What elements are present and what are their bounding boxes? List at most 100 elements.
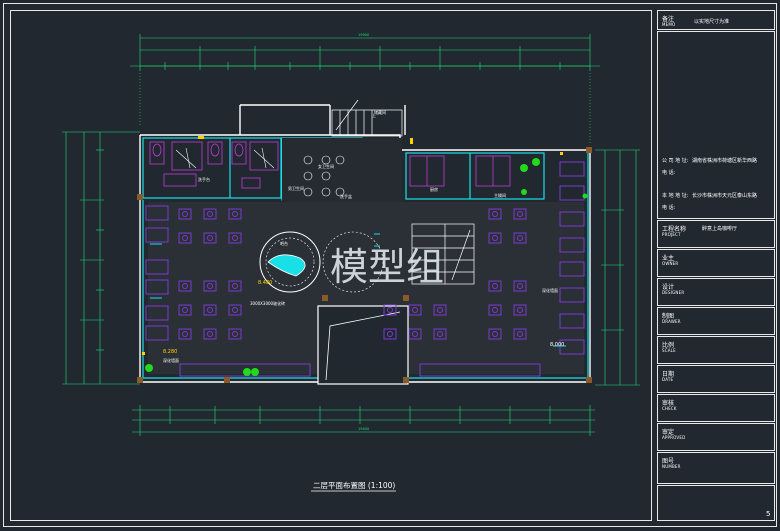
kitchen-cabinets [409, 155, 511, 187]
project-label-en: PROJECT [662, 232, 681, 237]
page-number: 5 [766, 510, 771, 518]
table-set [178, 304, 192, 316]
table-top [182, 331, 188, 337]
table-top [232, 307, 238, 313]
corridor-floor [282, 138, 402, 202]
local-address-value: 长沙市株洲市天元区泰山东路 [692, 193, 758, 199]
table-set [178, 280, 192, 292]
table-set [383, 328, 397, 340]
entrance-void [317, 305, 409, 385]
owner-label-cn: 业主 [662, 255, 675, 262]
table-top [387, 331, 393, 337]
table-top [207, 283, 213, 289]
date-label-en: DATE [662, 377, 674, 382]
table-set [408, 304, 422, 316]
table-set [228, 232, 242, 244]
stair-top [331, 99, 403, 137]
company-address-value: 湖南省株洲市荷塘区新华西路 [692, 158, 758, 164]
table-set [203, 208, 217, 220]
kitchen-fixtures [303, 155, 345, 197]
booth-seats-left [145, 205, 169, 341]
table-set [488, 328, 502, 340]
dimension-lines-bottom [132, 405, 595, 436]
title-block-scale: 比例 SCALE [657, 336, 775, 364]
table-top [182, 283, 188, 289]
memo-value: 以实地尺寸为准 [694, 19, 730, 25]
drawer-label-en: DRAWER [662, 319, 681, 324]
table-set [488, 232, 502, 244]
table-set [383, 304, 397, 316]
table-top [232, 331, 238, 337]
company-phone-label: 电 话: [662, 170, 676, 176]
table-top [437, 307, 443, 313]
table-set [178, 328, 192, 340]
local-address-label: 本 地 地 址: [662, 193, 689, 199]
label-toilet-left: 男卫生间 [288, 185, 304, 191]
table-top [492, 211, 498, 217]
cyan-marks [150, 233, 566, 347]
label-dim-top: 19900 [358, 33, 369, 37]
drawing-title: 二层平面布置图 (1:100) [313, 480, 395, 490]
title-block-date: 日期 DATE [657, 365, 775, 393]
label-toilet-right: 女卫生间 [318, 163, 334, 169]
table-top [232, 235, 238, 241]
label-glass-floor: 3000X3000玻化砖 [250, 300, 285, 306]
table-top [517, 211, 523, 217]
table-set [488, 280, 502, 292]
check-label-en: CHECK [662, 406, 677, 411]
label-wash-basin: 洗手盆 [340, 193, 352, 199]
table-top [517, 283, 523, 289]
table-top [412, 331, 418, 337]
table-top [492, 331, 498, 337]
number-label-en: NUMBER [662, 464, 681, 469]
table-set [488, 304, 502, 316]
table-top [387, 307, 393, 313]
table-set [433, 328, 447, 340]
dining-tables [178, 208, 527, 340]
title-block-company: 公 司 地 址: 湖南省株洲市荷塘区新华西路 电 话: 本 地 地 址: 长沙市… [657, 31, 775, 219]
stair-right [411, 223, 475, 285]
table-set [513, 232, 527, 244]
table-top [182, 211, 188, 217]
number-label-cn: 图号 [662, 458, 675, 465]
table-set [408, 328, 422, 340]
label-elevation-left2: 8.280 [163, 349, 177, 355]
table-top [517, 307, 523, 313]
floor-plan: 上 吧台 8.480 8.280 8.000 3000X3000玻化砖 洗手台 … [62, 33, 640, 492]
dance-floor [322, 231, 384, 293]
table-set [513, 304, 527, 316]
table-set [178, 208, 192, 220]
watermark: 模型组 [330, 245, 444, 289]
label-elevation-left: 8.480 [258, 280, 272, 286]
label-kitchen1: 厨房 [430, 186, 438, 192]
title-block-number: 图号 NUMBER [657, 452, 775, 484]
table-top [412, 307, 418, 313]
toilet-fixtures-white [175, 147, 275, 169]
table-set [203, 328, 217, 340]
title-block-designer: 设计 DESIGNER [657, 278, 775, 306]
label-dim-bottom: 19400 [358, 427, 369, 431]
label-up: 上 [372, 112, 376, 118]
title-block-approved: 审定 APPROVED [657, 423, 775, 451]
drawing-area-frame [10, 10, 652, 521]
table-set [203, 304, 217, 316]
plants [145, 158, 588, 376]
table-top [207, 331, 213, 337]
local-phone-label: 电 话: [662, 205, 676, 211]
scale-label-cn: 比例 [662, 342, 675, 349]
table-set [488, 208, 502, 220]
round-bar [259, 231, 321, 293]
table-set [228, 304, 242, 316]
title-block-owner: 业主 OWNER [657, 249, 775, 277]
table-top [437, 331, 443, 337]
columns [137, 147, 592, 383]
memo-label-cn: 备注 [662, 16, 675, 23]
approved-label-en: APPROVED [662, 435, 686, 440]
label-kitchen2: 主操间 [494, 192, 506, 198]
title-block-drawer: 制图 DRAWER [657, 307, 775, 335]
toilet-fixtures [149, 141, 279, 189]
label-wall-note-right: 深化墙面 [542, 287, 558, 293]
title-block-sheet: 5 [657, 485, 775, 521]
project-value: 醉意上岛咖啡厅 [702, 226, 738, 232]
table-set [228, 328, 242, 340]
